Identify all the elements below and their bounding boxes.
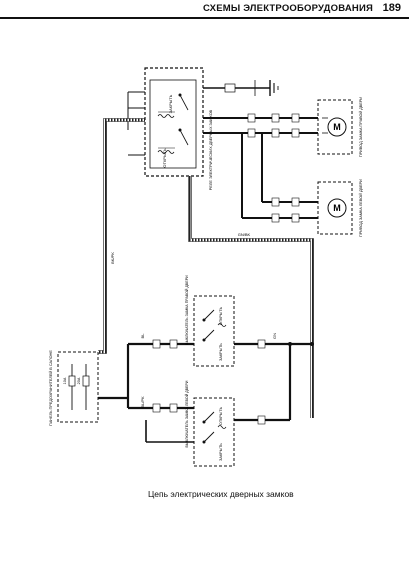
diagram-caption: Цепь электрических дверных замков [148,489,294,499]
relay-unit-title: РЕЛЕ ЭЛЕКТРИЧЕСКИХ ДВЕРНЫХ ЗАМКОВ [209,109,213,190]
relay-contact-2 [179,129,189,146]
svg-text:M: M [333,203,341,213]
hatched-wire-right [188,176,314,418]
passenger-switch-close: ЗАКРЫТЬ [219,343,223,361]
relay-contact-1 [179,94,189,111]
fuse-a-label: 10А [63,377,67,384]
left-door-actuator-title: ПРИВОД ЗАМКА ЛЕВОЙ ДВЕРИ [359,179,363,237]
passenger-switch-open: ОТКРЫТЬ [219,306,223,325]
motor-icon [327,198,347,218]
hatched-wire-left [98,118,145,354]
driver-switch-close: ЗАКРЫТЬ [219,443,223,461]
wire-label-bk-pk: BK/PK [110,252,115,264]
left-door-actuator: M ПРИВОД ЗАМКА ЛЕВОЙ ДВЕРИ [317,179,363,237]
fuse-panel-title: ПАНЕЛЬ ПРЕДОХРАНИТЕЛЕЙ В САЛОНЕ [49,350,53,426]
fuse-icon [68,375,76,387]
right-door-wiring [203,113,318,138]
relay-coil-open [157,147,175,154]
relay-label-close: ЗАКРЫТЬ [168,94,173,113]
right-door-actuator: M ПРИВОД ЗАМКА ПРАВОЙ ДВЕРИ [317,97,363,158]
fuse-icon [82,375,90,387]
switch-supply-wiring: BL BL/PK [98,333,194,443]
relay-unit: ЗАКРЫТЬ ОТКРЫТЬ РЕЛЕ ЭЛЕКТРИЧЕСКИХ ДВЕРН… [144,67,213,190]
switch-output-wiring: GN [234,333,314,425]
motor-icon [327,117,347,137]
wire-label-gn-bk: GN/BK [238,232,251,237]
relay-input-wiring [127,91,145,156]
wire-label-bl-pk: BL/PK [140,396,145,408]
section-title: СХЕМЫ ЭЛЕКТРООБОРУДОВАНИЯ [202,3,373,14]
right-door-actuator-title: ПРИВОД ЗАМКА ПРАВОЙ ДВЕРИ [359,97,363,158]
driver-switch-open: ОТКРЫТЬ [219,406,223,425]
fuse-b-label: 20А [77,377,81,384]
wire-label-bl: BL [140,333,145,339]
supply-feed [203,80,279,96]
passenger-door-switch: ОТКРЫТЬ ЗАКРЫТЬ ВЫКЛЮЧАТЕЛЬ ЗАМКА ПРАВОЙ… [185,275,235,367]
left-door-wiring [241,133,318,223]
driver-door-switch: ОТКРЫТЬ ЗАКРЫТЬ ВЫКЛЮЧАТЕЛЬ ЗАМКА ЛЕВОЙ … [185,380,235,467]
fuse-panel: 10А 20А ПАНЕЛЬ ПРЕДОХРАНИТЕЛЕЙ В САЛОНЕ [49,350,99,426]
driver-switch-title: ВЫКЛЮЧАТЕЛЬ ЗАМКА ЛЕВОЙ ДВЕРИ [185,380,189,447]
wiring-diagram: ЗАКРЫТЬ ОТКРЫТЬ РЕЛЕ ЭЛЕКТРИЧЕСКИХ ДВЕРН… [49,67,363,467]
passenger-switch-title: ВЫКЛЮЧАТЕЛЬ ЗАМКА ПРАВОЙ ДВЕРИ [185,275,189,345]
header-rule [0,17,409,19]
relay-inner-box [149,79,197,169]
relay-coil-close [157,111,175,118]
svg-text:M: M [333,122,341,132]
wire-label-gn: GN [272,333,277,339]
relay-unit-box [144,67,204,177]
page-header: СХЕМЫ ЭЛЕКТРООБОРУДОВАНИЯ 189 [0,0,409,19]
relay-label-open: ОТКРЫТЬ [162,148,167,168]
page-number: 189 [382,2,401,14]
